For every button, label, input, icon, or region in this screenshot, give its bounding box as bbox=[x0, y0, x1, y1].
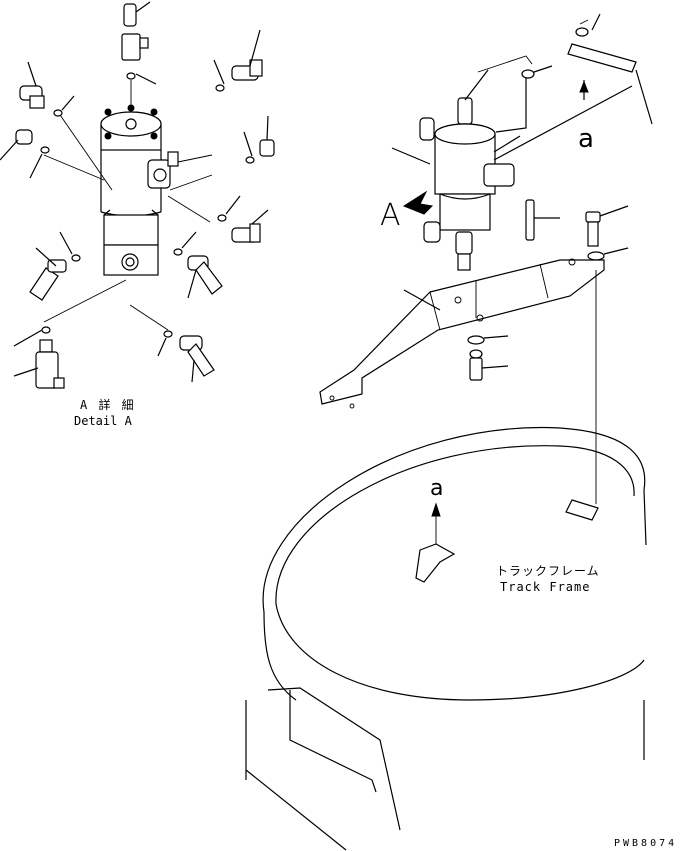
mounting-bracket bbox=[319, 258, 605, 409]
valve-body bbox=[100, 104, 179, 276]
track-frame-jp: トラックフレーム bbox=[496, 564, 600, 578]
fitting-upper-right bbox=[213, 29, 263, 92]
elbow-left bbox=[29, 231, 81, 301]
fitting-right bbox=[243, 115, 275, 164]
swivel-valve bbox=[391, 55, 633, 271]
frame-bracket bbox=[415, 502, 456, 583]
top-fitting bbox=[121, 1, 157, 112]
bolt-right bbox=[585, 205, 629, 261]
track-frame bbox=[245, 426, 647, 851]
detail-title-en: Detail A bbox=[74, 414, 132, 428]
fitting-left bbox=[0, 129, 50, 179]
elbow-bottom bbox=[157, 330, 215, 383]
link-plate bbox=[567, 13, 653, 125]
fitting-upper-left bbox=[19, 61, 75, 117]
bolt-under bbox=[467, 335, 509, 381]
bottom-left-fitting bbox=[13, 326, 65, 389]
elbow-right bbox=[173, 231, 223, 299]
fitting-right-lower bbox=[217, 195, 269, 243]
arrow-marker-1: a bbox=[578, 124, 594, 154]
washer-top bbox=[521, 69, 535, 79]
right-assembly bbox=[245, 13, 653, 851]
drawing-code: PWB8074 bbox=[614, 838, 678, 849]
detail-title-jp: A 詳 細 bbox=[80, 398, 136, 412]
pin bbox=[525, 199, 560, 241]
arrow-marker-2: a bbox=[430, 476, 444, 501]
detail-a-assembly bbox=[0, 1, 275, 389]
view-a-arrow bbox=[402, 190, 434, 215]
view-marker: A bbox=[380, 198, 401, 233]
frame-slot bbox=[565, 499, 599, 521]
track-frame-en: Track Frame bbox=[500, 580, 591, 594]
